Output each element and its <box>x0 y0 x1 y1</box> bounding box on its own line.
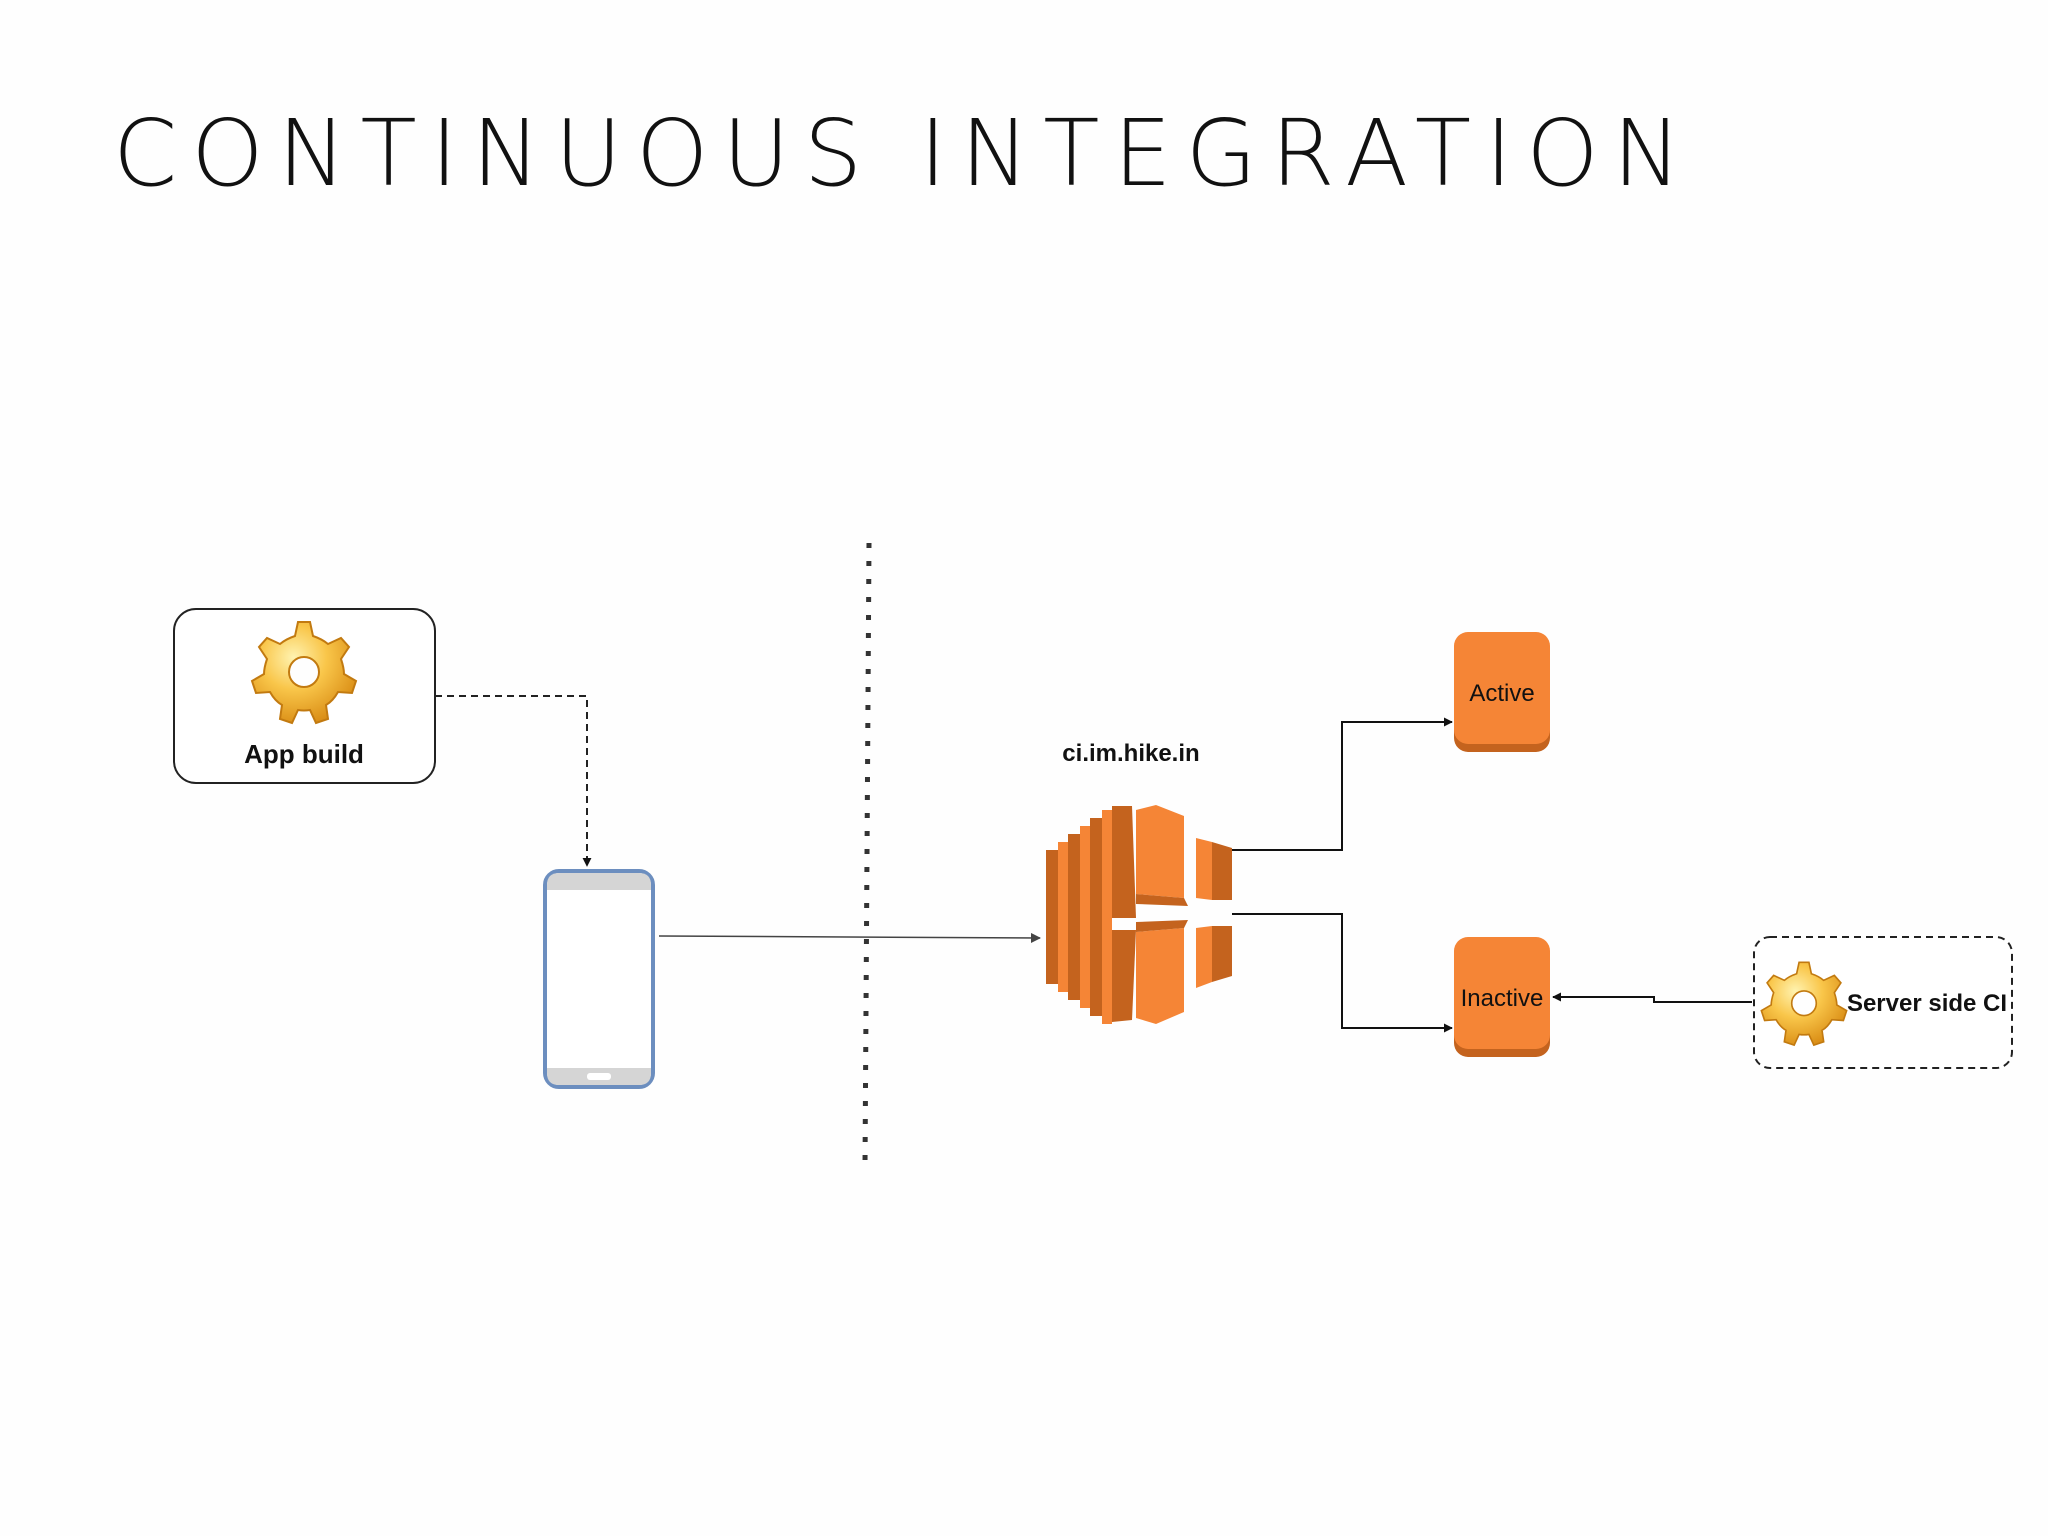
connector-serverci-inactive <box>1552 992 1752 1003</box>
server-side-ci-label: Server side CI <box>1847 990 2007 1017</box>
page-title: CONTINUOUS INTEGRATION <box>113 100 1696 207</box>
aws-ec2-icon[interactable] <box>1046 805 1232 1024</box>
mobile-phone-icon[interactable] <box>543 869 655 1089</box>
connector-appbuild-phone <box>435 695 592 867</box>
app-build-label: App build <box>244 739 364 769</box>
connector-server-inactive <box>1232 913 1453 1033</box>
server-label: ci.im.hike.in <box>1062 740 1199 767</box>
server-side-ci-node[interactable]: Server side CI <box>1753 936 2013 1069</box>
inactive-node[interactable]: Inactive <box>1454 937 1550 1057</box>
active-label: Active <box>1469 680 1534 707</box>
app-build-node[interactable]: App build <box>173 608 436 784</box>
inactive-label: Inactive <box>1461 985 1544 1012</box>
dotted-divider <box>862 542 872 1166</box>
active-node[interactable]: Active <box>1454 632 1550 752</box>
connector-phone-server <box>658 932 1041 943</box>
connector-server-active <box>1232 717 1453 851</box>
